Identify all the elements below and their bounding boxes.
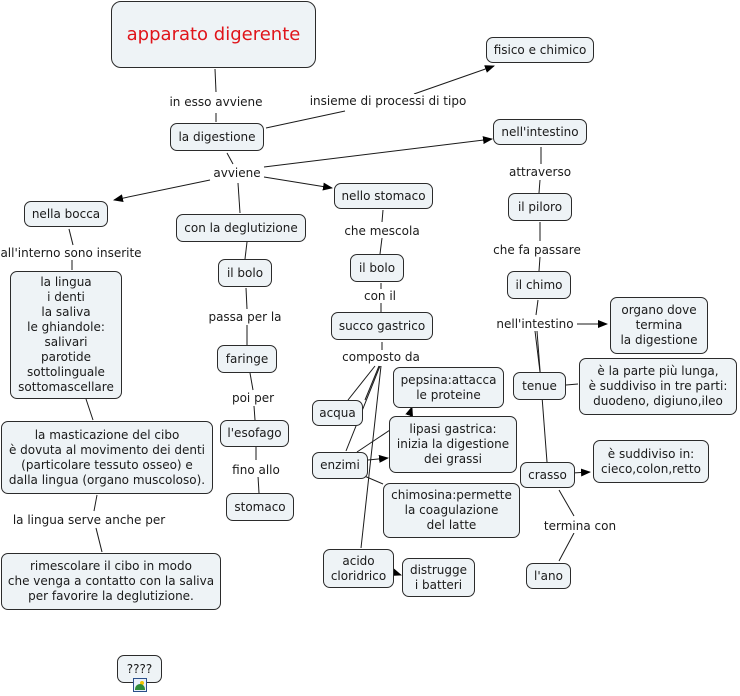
concept-esofago[interactable]: l'esofago [220, 420, 289, 447]
link-line [379, 237, 383, 255]
link-line [237, 182, 241, 214]
concept-rimescolare[interactable]: rimescolare il cibo in modo che venga a … [1, 553, 221, 610]
link-label-all-interno: all'interno sono inserite [0, 246, 144, 260]
concept-masticazione[interactable]: la masticazione del cibo è dovuta al mov… [1, 421, 213, 494]
link-line [565, 383, 579, 386]
link-line [356, 429, 391, 453]
link-label-passa-per-la: passa per la [206, 310, 284, 324]
link-line [113, 179, 211, 203]
link-label-avviene: avviene [211, 166, 263, 180]
concept-tenue-descrizione[interactable]: è la parte più lunga, è suddiviso in tre… [579, 358, 737, 415]
link-line [538, 179, 541, 194]
link-line [538, 256, 541, 272]
link-line [558, 489, 575, 517]
link-label-nell-intestino: nell'intestino [494, 317, 576, 331]
sun-glyph [140, 681, 144, 685]
link-line [68, 228, 74, 246]
concept-fisico-e-chimico[interactable]: fisico e chimico [486, 37, 594, 63]
link-line [347, 365, 376, 401]
link-line [257, 475, 260, 494]
concept-faringe[interactable]: faringe [217, 345, 277, 373]
concept-distrugge-batteri[interactable]: distrugge i batteri [402, 558, 475, 597]
concept-con-la-deglutizione[interactable]: con la deglutizione [176, 214, 306, 242]
concept-stomaco[interactable]: stomaco [226, 493, 294, 521]
link-line [367, 454, 389, 463]
concept-acido-cloridrico[interactable]: acido cloridrico [323, 549, 394, 588]
concept-il-piloro[interactable]: il piloro [508, 193, 572, 221]
link-label-composto-da: composto da [340, 350, 422, 364]
concept-organo-dove-termina[interactable]: organo dove termina la digestione [610, 297, 708, 354]
link-line [245, 287, 248, 310]
link-line [249, 372, 254, 391]
concept-nella-bocca[interactable]: nella bocca [24, 201, 108, 227]
link-line [364, 365, 380, 401]
concept-nell-intestino[interactable]: nell'intestino [493, 119, 587, 145]
link-label-con-il: con il [361, 289, 399, 303]
concept-l-ano[interactable]: l'ano [526, 563, 571, 589]
concept-il-bolo-stomaco[interactable]: il bolo [350, 254, 404, 282]
link-label-insieme-di-processi: insieme di processi di tipo [307, 94, 469, 108]
link-line [263, 176, 333, 191]
link-line [391, 568, 402, 576]
link-line [360, 365, 382, 549]
hill-glyph [135, 684, 145, 690]
concept-crasso-descrizione[interactable]: è suddiviso in: cieco,colon,retto [593, 440, 709, 483]
link-line [253, 405, 256, 421]
link-line [345, 365, 381, 452]
link-line [93, 494, 98, 512]
concept-enzimi[interactable]: enzimi [312, 452, 368, 479]
link-label-che-mescola: che mescola [342, 224, 422, 238]
concept-succo-gastrico[interactable]: succo gastrico [331, 312, 433, 340]
link-line [381, 209, 384, 223]
image-icon[interactable] [133, 678, 147, 692]
concept-la-digestione[interactable]: la digestione [170, 123, 264, 151]
concept-nello-stomaco[interactable]: nello stomaco [334, 183, 433, 209]
link-line [244, 241, 248, 260]
link-line [413, 65, 495, 95]
link-label-la-lingua-serve: la lingua serve anche per [10, 513, 168, 527]
link-label-che-fa-passare: che fa passare [491, 243, 583, 257]
concept-acqua[interactable]: acqua [312, 400, 363, 426]
link-label-termina-con: termina con [541, 519, 619, 533]
link-line [95, 527, 103, 553]
link-label-poi-per: poi per [229, 391, 277, 405]
concept-chimosina[interactable]: chimosina:permette la coagulazione del l… [383, 483, 520, 538]
link-label-fino-allo: fino allo [230, 463, 282, 477]
link-label-attraverso: attraverso [506, 165, 574, 179]
link-line [214, 68, 217, 93]
concept-il-bolo[interactable]: il bolo [218, 259, 272, 287]
concept-il-chimo[interactable]: il chimo [507, 271, 571, 299]
concept-apparato-digerente[interactable]: apparato digerente [111, 1, 316, 68]
link-line [85, 398, 94, 421]
link-line [405, 406, 413, 417]
link-line [571, 468, 591, 477]
concept-pepsina[interactable]: pepsina:attacca le proteine [393, 367, 504, 408]
concept-lingua-denti-saliva[interactable]: la lingua i denti la saliva le ghiandole… [10, 271, 122, 399]
link-line [535, 299, 539, 316]
concept-crasso[interactable]: crasso [520, 462, 575, 488]
concept-unknown[interactable]: ???? [117, 655, 162, 683]
link-line [558, 532, 575, 562]
link-line [263, 136, 493, 168]
link-label-in-esso-avviene: in esso avviene [167, 95, 265, 109]
link-line [226, 152, 234, 165]
concept-tenue[interactable]: tenue [513, 372, 566, 400]
concept-lipasi-gastrica[interactable]: lipasi gastrica: inizia la digestione de… [389, 416, 517, 473]
link-line [265, 110, 346, 129]
